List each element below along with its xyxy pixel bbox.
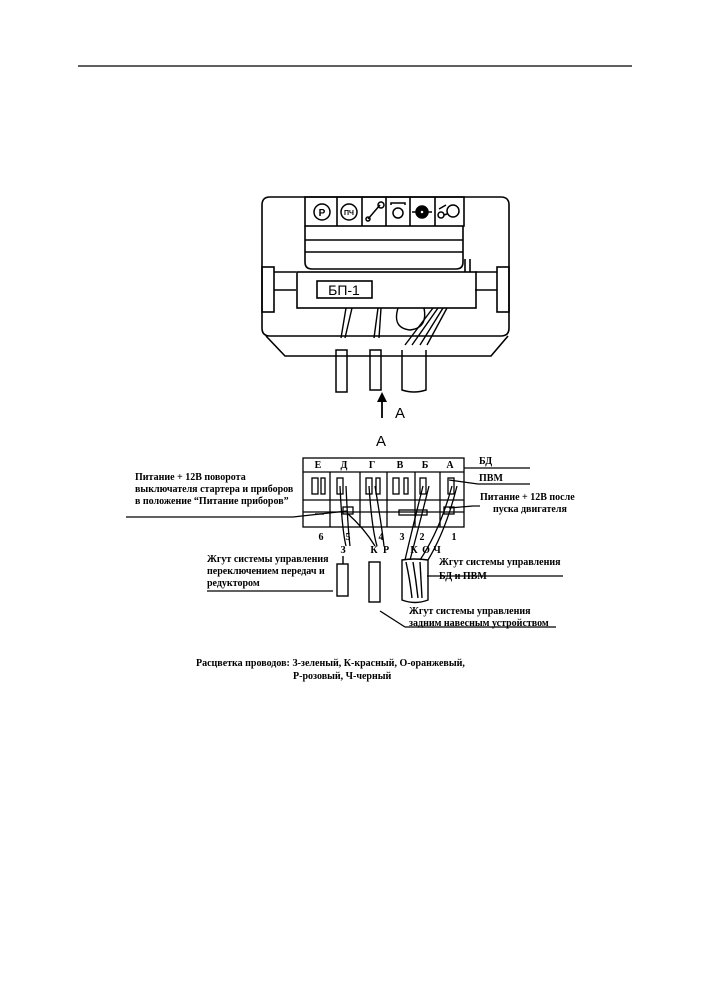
front-axle-icon — [412, 205, 432, 219]
block-label: БП-1 — [328, 282, 360, 298]
svg-text:Б: Б — [422, 460, 429, 471]
harness-rear-callout: Жгут системы управления задним навесным … — [409, 606, 549, 629]
svg-text:3: 3 — [400, 532, 405, 543]
svg-text:Расцветка проводов: З-зеленый,: Расцветка проводов: З-зеленый, К-красный… — [196, 658, 465, 669]
view-label: А — [376, 433, 386, 450]
svg-text:6: 6 — [319, 532, 324, 543]
wire-letter-k2: К — [410, 545, 418, 556]
power-after-start-callout: Питание + 12В после пуска двигателя — [480, 492, 575, 515]
svg-text:В: В — [397, 460, 404, 471]
color-legend: Расцветка проводов: З-зеленый, К-красный… — [196, 658, 465, 682]
harness-bd-callout: Жгут системы управления БД и ПВМ — [439, 557, 561, 582]
pvm-label: ПВМ — [479, 473, 503, 484]
svg-text:Е: Е — [315, 460, 322, 471]
svg-text:ПЧ: ПЧ — [344, 210, 354, 217]
tractor-icon — [437, 204, 460, 219]
pch-indicator-icon: ПЧ — [340, 203, 358, 221]
svg-text:задним навесным устройством: задним навесным устройством — [409, 618, 549, 629]
terminal-block — [302, 457, 465, 528]
wire-letter-k: К — [370, 545, 378, 556]
svg-text:переключением передач и: переключением передач и — [207, 566, 325, 577]
terminal-letters: Е Д Г В Б А — [315, 460, 455, 471]
harness-gear-callout: Жгут системы управления переключением пе… — [207, 554, 329, 589]
svg-text:4: 4 — [379, 532, 384, 543]
svg-text:А: А — [446, 460, 454, 471]
bd-label: БД — [479, 456, 492, 467]
svg-text:Д: Д — [341, 460, 348, 471]
wire-letter-o: О — [422, 545, 430, 556]
diff-lock-icon — [390, 202, 406, 219]
svg-text:1: 1 — [452, 532, 457, 543]
svg-text:Питание + 12В после: Питание + 12В после — [480, 492, 575, 503]
svg-text:Г: Г — [369, 460, 375, 471]
svg-text:Питание + 12В поворота: Питание + 12В поворота — [135, 472, 246, 483]
svg-text:пуска двигателя: пуска двигателя — [493, 504, 567, 515]
svg-text:Р-розовый, Ч-черный: Р-розовый, Ч-черный — [293, 671, 392, 682]
svg-text:2: 2 — [420, 532, 425, 543]
arrow-label: А — [395, 405, 405, 422]
terminal-numbers: 6 5 4 3 2 1 — [319, 532, 457, 543]
unit-cable-ends — [335, 349, 427, 393]
svg-text:5: 5 — [346, 532, 351, 543]
unit-top-view — [261, 196, 510, 357]
indicator-icons: Р ПЧ — [313, 201, 460, 222]
svg-text:БД и ПВМ: БД и ПВМ — [439, 571, 487, 582]
svg-text:редуктором: редуктором — [207, 578, 260, 589]
svg-text:Р: Р — [319, 208, 326, 219]
svg-text:Жгут системы управления: Жгут системы управления — [207, 554, 329, 565]
callout-leaders — [126, 467, 563, 628]
svg-text:в положение “Питание приборов”: в положение “Питание приборов” — [135, 496, 289, 507]
harness-ends — [336, 556, 429, 604]
wire-letter-z: З — [340, 545, 345, 556]
terminal-wires — [339, 485, 458, 561]
p-indicator-icon: Р — [313, 203, 331, 221]
wrench-icon — [365, 201, 385, 222]
wire-letter-ch: Ч — [433, 545, 441, 556]
svg-text:Жгут системы управления: Жгут системы управления — [439, 557, 561, 568]
view-arrow — [377, 392, 387, 418]
svg-text:Жгут системы управления: Жгут системы управления — [409, 606, 531, 617]
unit-wires — [340, 307, 448, 346]
svg-text:выключателя стартера и приборо: выключателя стартера и приборов — [135, 484, 294, 495]
power-ignition-callout: Питание + 12В поворота выключателя старт… — [135, 472, 294, 507]
wire-letter-r: Р — [383, 545, 389, 556]
